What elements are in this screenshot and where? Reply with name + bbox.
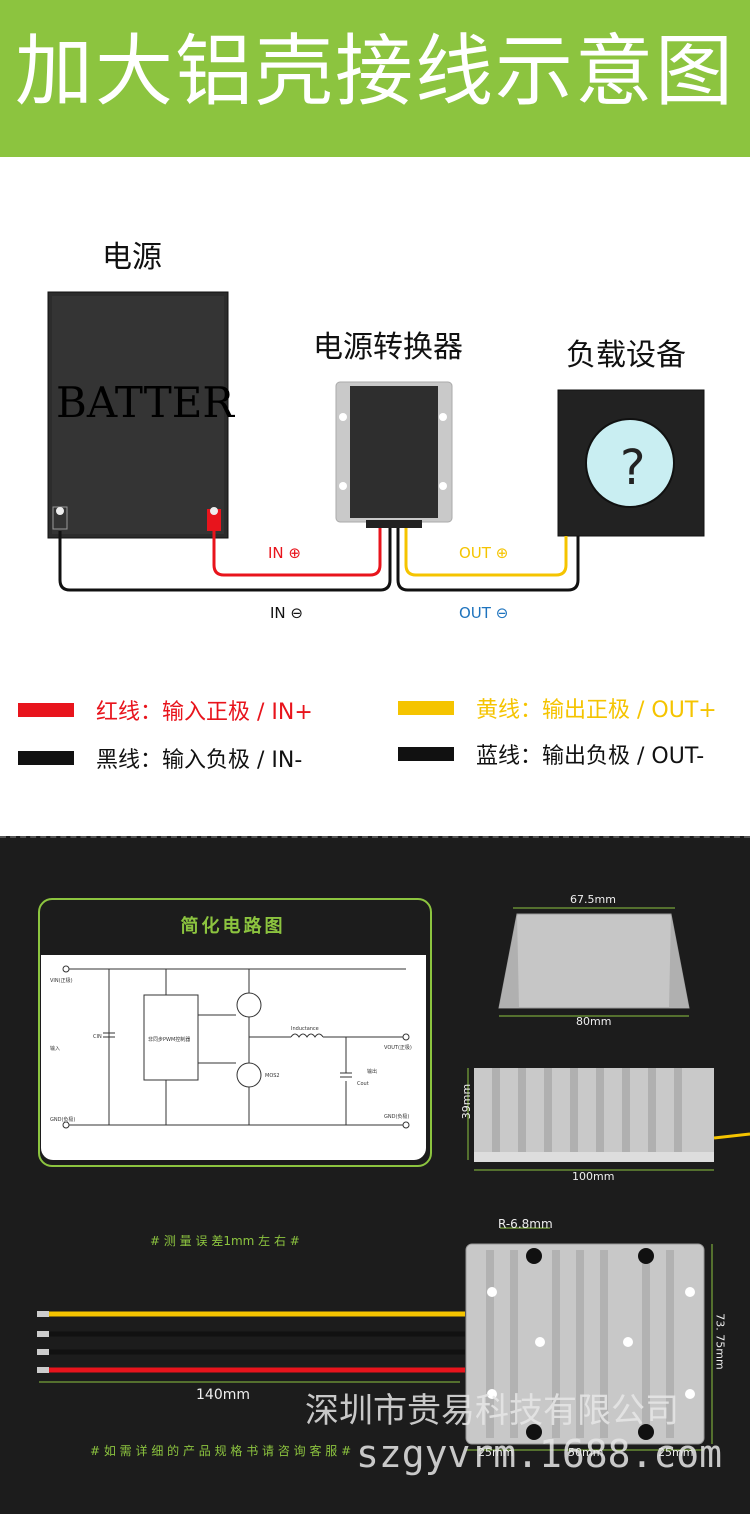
- converter-hole: [439, 413, 447, 421]
- converter-hole: [339, 413, 347, 421]
- dim-length: 100mm: [572, 1170, 615, 1183]
- power-label: 电源: [102, 240, 162, 275]
- circuit-cin-label: CIN: [93, 1034, 102, 1040]
- out-negative-wire: [396, 528, 580, 592]
- in-minus-label: IN ⊖: [270, 604, 303, 622]
- circuit-in-label: 输入: [50, 1046, 61, 1052]
- dim-seg2: 50mm: [568, 1446, 604, 1459]
- question-mark-icon: ?: [620, 440, 646, 496]
- terminal-dot: [210, 507, 218, 515]
- legend-red-text: 红线：输入正极 / IN+: [96, 700, 313, 725]
- dim-top-width: 67.5mm: [570, 893, 616, 906]
- circuit-vout-label: VOUT(正极): [384, 1045, 412, 1051]
- legend-blue-swatch: [398, 747, 454, 761]
- front-view-drawing: [498, 907, 690, 1017]
- circuit-controller-label: 非同步PWM控制器: [148, 1037, 191, 1043]
- dim-wire-length: 140mm: [196, 1387, 250, 1403]
- legend-black-swatch: [18, 751, 74, 765]
- converter-label: 电源转换器: [313, 330, 463, 365]
- battery-face: [52, 296, 224, 534]
- circuit-gnd-out-label: GND(负极): [384, 1114, 410, 1120]
- circuit-schematic: [62, 965, 410, 1129]
- load-label: 负载设备: [566, 338, 686, 373]
- spec-contact-note: # 如 需 详 细 的 产 品 规 格 书 请 咨 询 客 服 #: [90, 1444, 352, 1458]
- company-watermark: 深圳市贵易科技有限公司: [305, 1391, 679, 1431]
- converter-hole: [339, 482, 347, 490]
- battery-label: BATTER: [56, 378, 234, 427]
- circuit-vin-label: VIN(正极): [50, 978, 73, 984]
- output-wires-drawing: [37, 1311, 465, 1383]
- battery-positive-terminal: [207, 509, 221, 531]
- converter-hole: [439, 482, 447, 490]
- dim-base-width: 80mm: [576, 1015, 612, 1028]
- in-positive-wire: [212, 528, 382, 577]
- in-plus-label: IN ⊕: [268, 544, 301, 562]
- legend-yellow-swatch: [398, 701, 454, 715]
- circuit-gnd-in-label: GND(负极): [50, 1117, 76, 1123]
- legend-black-text: 黑线：输入负极 / IN-: [96, 748, 303, 773]
- dim-height: 39mm: [460, 1083, 474, 1120]
- circuit-mos2-label: MOS2: [265, 1073, 280, 1079]
- out-positive-wire: [404, 528, 568, 577]
- dim-side: 73. 75mm: [713, 1313, 727, 1370]
- in-negative-wire: [58, 528, 392, 592]
- legend-yellow-text: 黄线：输出正极 / OUT+: [476, 698, 717, 723]
- out-minus-label: OUT ⊖: [459, 604, 509, 622]
- converter-face: [350, 386, 438, 518]
- legend-blue-text: 蓝线：输出负极 / OUT-: [476, 744, 705, 769]
- side-view-drawing: [467, 1068, 750, 1171]
- legend-red-swatch: [18, 703, 74, 717]
- measurement-note: # 测 量 误 差1mm 左 右 #: [150, 1234, 300, 1248]
- terminal-dot: [56, 507, 64, 515]
- page-title: 加大铝壳接线示意图: [14, 27, 735, 117]
- dim-seg1: 25mm: [478, 1446, 514, 1459]
- circuit-diagram-panel: [41, 955, 426, 1160]
- dim-radius: R-6.8mm: [498, 1217, 553, 1231]
- circuit-cout-label: Cout: [357, 1081, 369, 1087]
- top-view-drawing: [465, 1227, 713, 1451]
- circuit-inductor-label: Inductance: [291, 1026, 319, 1032]
- url-watermark: szgyvrm.1688.com: [356, 1432, 723, 1476]
- circuit-out-label: 输出: [367, 1069, 378, 1075]
- out-plus-label: OUT ⊕: [459, 544, 509, 562]
- converter-cable-exit: [366, 520, 422, 528]
- dim-seg3: 25mm: [658, 1446, 694, 1459]
- load-device-dial: [585, 418, 675, 508]
- header-banner: 加大铝壳接线示意图: [0, 0, 750, 157]
- circuit-title: 简化电路图: [180, 916, 286, 937]
- wiring-diagram: [47, 291, 705, 592]
